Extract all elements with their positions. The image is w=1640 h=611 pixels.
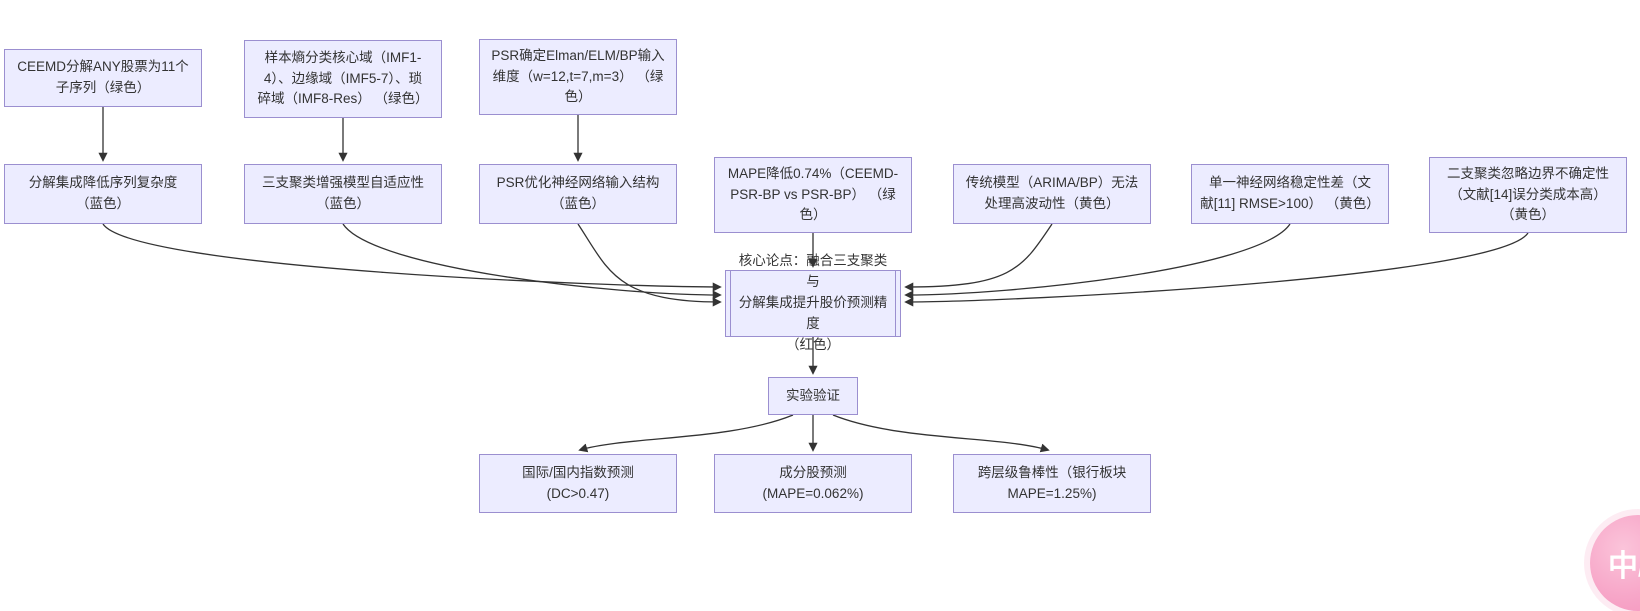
flowchart-node-A1: CEEMD分解ANY股票为11个 子序列（绿色） <box>4 49 202 107</box>
edge-B5-C <box>904 223 1053 292</box>
node-label: 国际/国内指数预测 (DC>0.47) <box>522 464 634 501</box>
flowchart-node-B4: MAPE降低0.74%（CEEMD- PSR-BP vs PSR-BP） （绿 … <box>714 157 912 233</box>
edge-B2-C <box>342 223 722 300</box>
edge-D-E3 <box>832 414 1050 453</box>
flowchart-node-B6: 单一神经网络稳定性差（文 献[11] RMSE>100） （黄色） <box>1191 164 1389 224</box>
node-label: 三支聚类增强模型自适应性 （蓝色） <box>262 175 424 211</box>
flowchart-node-A3: PSR确定Elman/ELM/BP输入 维度（w=12,t=7,m=3） （绿 … <box>479 39 677 115</box>
flowchart-node-E3: 跨层级鲁棒性（银行板块 MAPE=1.25%) <box>953 454 1151 513</box>
edge-D-E1 <box>578 414 794 453</box>
edge-B6-C <box>904 223 1291 300</box>
node-label: 二支聚类忽略边界不确定性 （文献[14]误分类成本高） （黄色） <box>1447 165 1609 223</box>
node-label: PSR优化神经网络输入结构 （蓝色） <box>496 175 660 211</box>
node-label: 跨层级鲁棒性（银行板块 MAPE=1.25%) <box>977 464 1127 501</box>
node-label: 分解集成降低序列复杂度 （蓝色） <box>28 175 178 211</box>
flowchart-node-A2: 样本熵分类核心域（IMF1- 4）、边缘域（IMF5-7）、琐 碎域（IMF8-… <box>244 40 442 118</box>
flowchart-node-D: 实验验证 <box>768 377 858 415</box>
node-label: 样本熵分类核心域（IMF1- 4）、边缘域（IMF5-7）、琐 碎域（IMF8-… <box>257 49 429 107</box>
node-label: 成分股预测 (MAPE=0.062%) <box>762 464 864 501</box>
flowchart-node-B7: 二支聚类忽略边界不确定性 （文献[14]误分类成本高） （黄色） <box>1429 157 1627 233</box>
flowchart-node-B1: 分解集成降低序列复杂度 （蓝色） <box>4 164 202 224</box>
flowchart-node-B3: PSR优化神经网络输入结构 （蓝色） <box>479 164 677 224</box>
node-label: 实验验证 <box>786 387 840 403</box>
node-label: CEEMD分解ANY股票为11个 子序列（绿色） <box>17 59 189 95</box>
edge-B3-C <box>577 223 722 307</box>
flowchart-canvas: CEEMD分解ANY股票为11个 子序列（绿色） 样本熵分类核心域（IMF1- 4… <box>4 39 1640 611</box>
node-label: MAPE降低0.74%（CEEMD- PSR-BP vs PSR-BP） （绿 … <box>727 165 899 223</box>
flowchart-node-B5: 传统模型（ARIMA/BP）无法 处理高波动性（黄色） <box>953 164 1151 224</box>
node-label: PSR确定Elman/ELM/BP输入 维度（w=12,t=7,m=3） （绿 … <box>491 47 665 105</box>
translate-icon: 中/A <box>1608 550 1640 583</box>
translate-floating-button[interactable]: 中/A <box>1590 515 1640 611</box>
edge-B1-C <box>102 223 722 292</box>
node-label: 传统模型（ARIMA/BP）无法 处理高波动性（黄色） <box>965 175 1139 211</box>
flowchart-node-B2: 三支聚类增强模型自适应性 （蓝色） <box>244 164 442 224</box>
node-label: 核心论点：融合三支聚类与 分解集成提升股价预测精度 （红色） <box>738 253 888 352</box>
edge-B7-C <box>904 232 1529 307</box>
node-label: 单一神经网络稳定性差（文 献[11] RMSE>100） （黄色） <box>1200 175 1380 211</box>
flowchart-node-E2: 成分股预测 (MAPE=0.062%) <box>714 454 912 513</box>
flowchart-node-E1: 国际/国内指数预测 (DC>0.47) <box>479 454 677 513</box>
flowchart-node-C: 核心论点：融合三支聚类与 分解集成提升股价预测精度 （红色） <box>725 253 901 352</box>
